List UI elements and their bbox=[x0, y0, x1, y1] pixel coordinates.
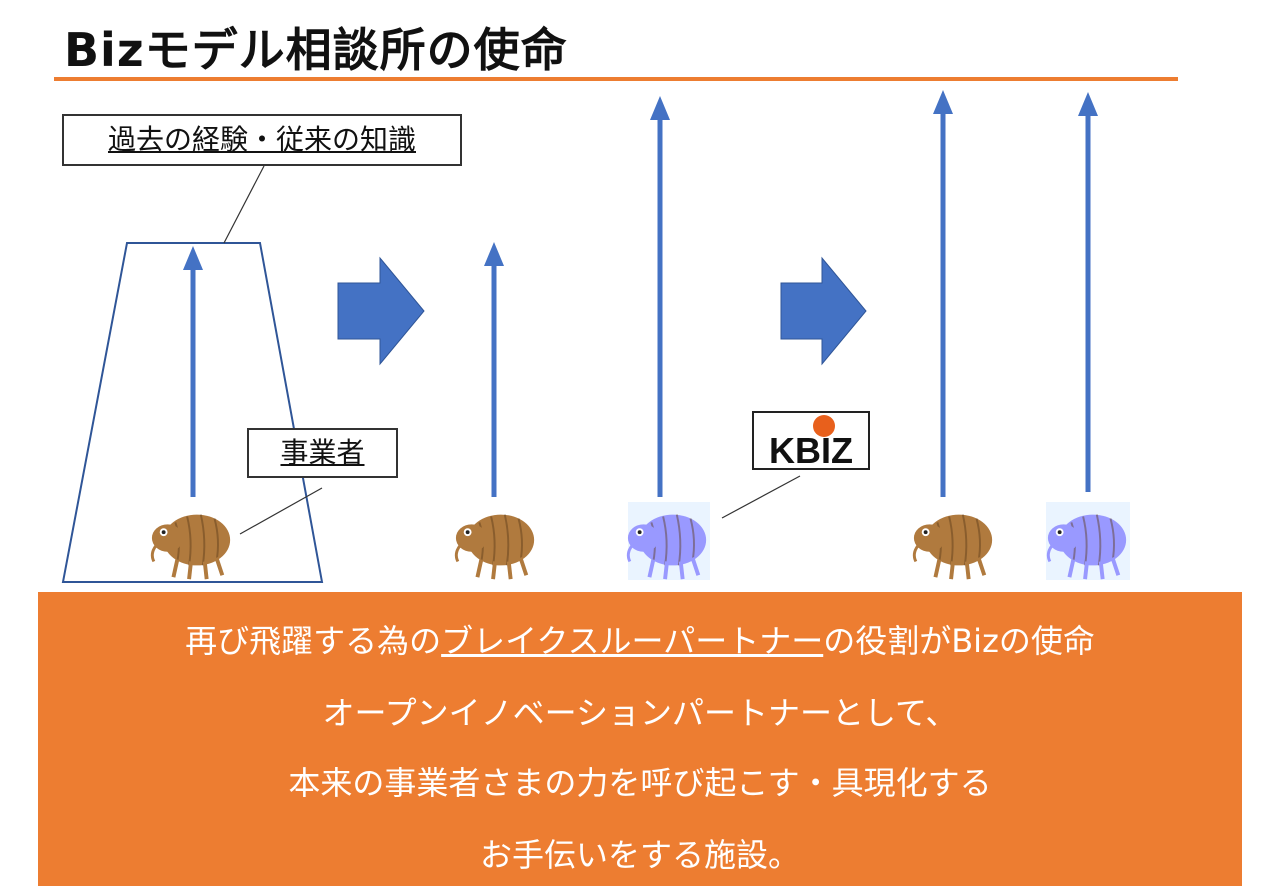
isopod-creature-brown bbox=[149, 512, 233, 580]
logo-callout-line bbox=[721, 475, 801, 519]
banner-line-1-prefix: 再び飛躍する為の bbox=[185, 622, 442, 660]
knowledge-callout-line bbox=[223, 165, 265, 244]
title-underline bbox=[54, 77, 1178, 81]
banner-line-1-suffix: の役割がBizの使命 bbox=[823, 622, 1095, 660]
isopod-creature-brown bbox=[911, 512, 995, 580]
knowledge-label: 過去の経験・従来の知識 bbox=[62, 114, 462, 166]
blue-up-arrow bbox=[183, 246, 203, 497]
knowledge-frame bbox=[61, 242, 324, 583]
operator-label: 事業者 bbox=[247, 428, 398, 478]
operator-callout-line bbox=[239, 487, 323, 535]
blue-up-arrow bbox=[650, 96, 670, 497]
blue-up-arrow bbox=[933, 90, 953, 497]
blue-right-arrow bbox=[337, 256, 425, 366]
blue-up-arrow bbox=[1078, 92, 1098, 492]
blue-right-arrow bbox=[780, 256, 867, 366]
banner-line-3: 本来の事業者さまの力を呼び起こす・具現化する bbox=[288, 764, 992, 802]
banner-line-4: お手伝いをする施設。 bbox=[479, 836, 800, 874]
blue-up-arrow bbox=[484, 242, 504, 497]
banner-line-2: オープンイノベーションパートナーとして、 bbox=[322, 694, 958, 732]
logo-text: KBIZ bbox=[769, 430, 853, 471]
diagram-canvas: KBIZ bbox=[61, 90, 1130, 583]
page-title: Bizモデル相談所の使命 bbox=[64, 23, 568, 77]
kbiz-logo: KBIZ bbox=[752, 411, 870, 471]
banner-line-1: 再び飛躍する為のブレイクスルーパートナーの役割がBizの使命 bbox=[38, 616, 1242, 662]
mission-banner: 再び飛躍する為のブレイクスルーパートナーの役割がBizの使命 オープンイノベーシ… bbox=[38, 592, 1242, 886]
isopod-creature-brown bbox=[453, 512, 537, 580]
breakthrough-partner-text: ブレイクスルーパートナー bbox=[441, 622, 824, 660]
